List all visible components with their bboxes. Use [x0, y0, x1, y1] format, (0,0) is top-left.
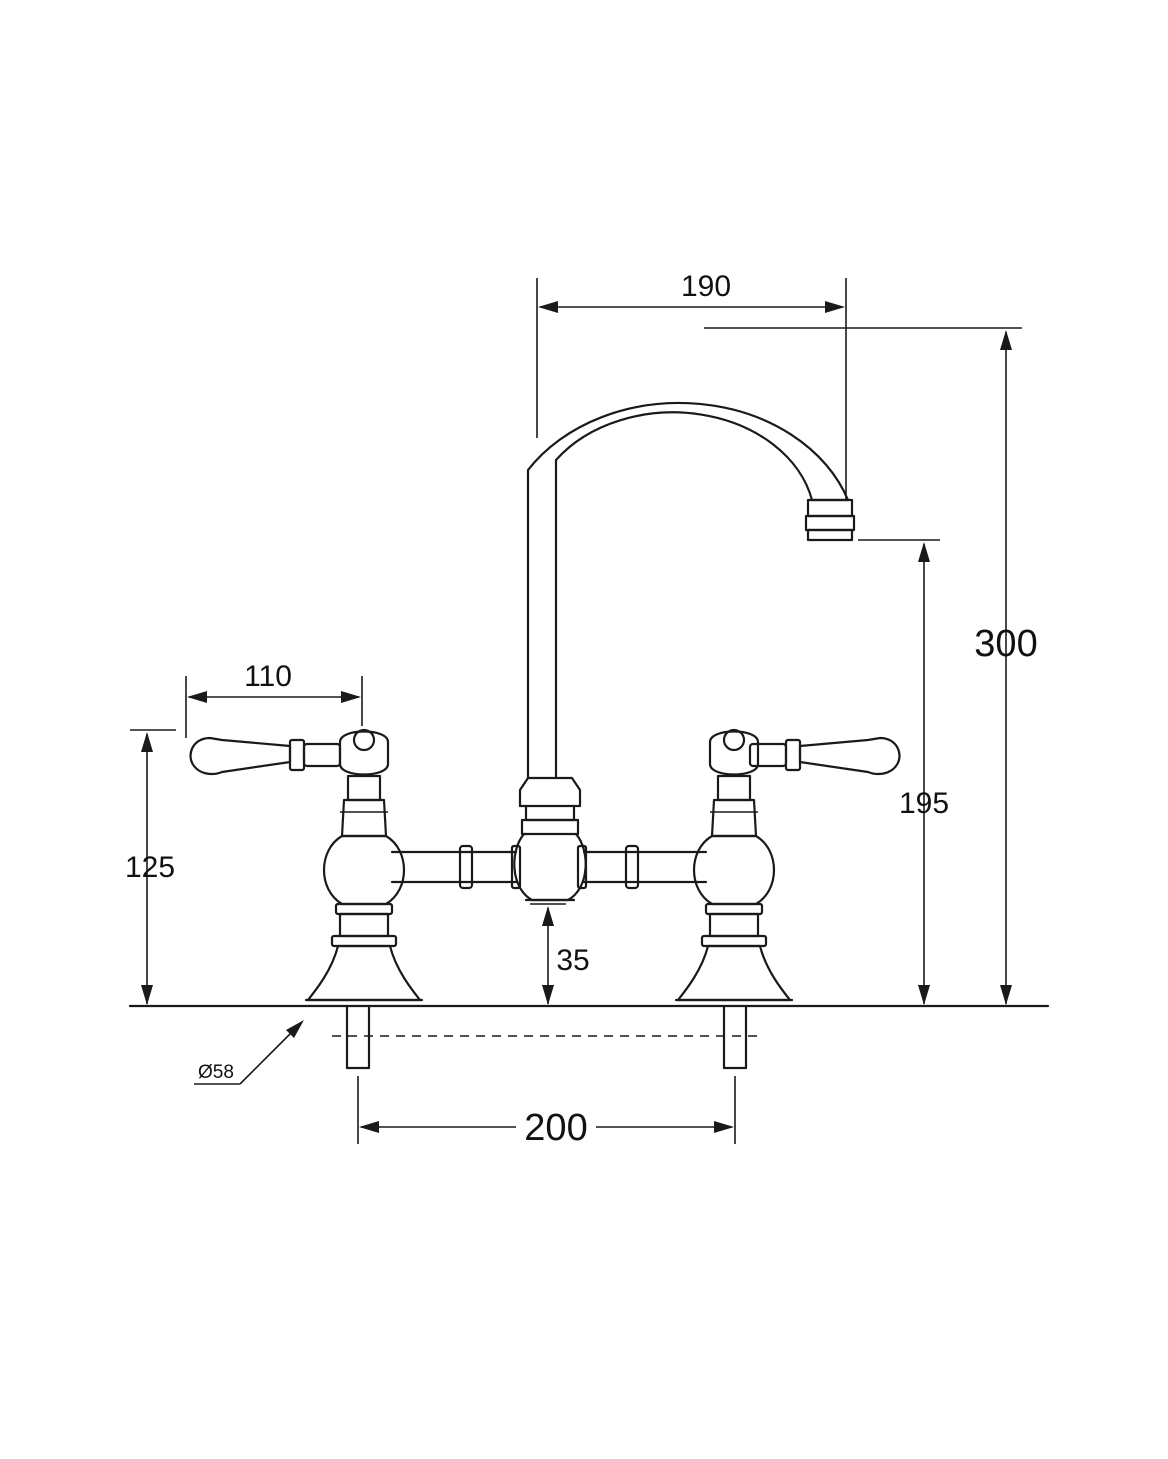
dimension-outlet-height: [858, 539, 940, 1005]
label-lever-length: 110: [244, 660, 292, 693]
right-tap-body: [674, 728, 901, 1002]
left-tap-body: [189, 728, 424, 1002]
label-spout-reach: 190: [681, 270, 731, 303]
bridge-bar: [390, 844, 708, 890]
spout-hub: [513, 776, 587, 902]
dimension-base-diameter-leader: [194, 1020, 304, 1085]
dimension-spout-reach: [536, 278, 847, 500]
label-outlet-height: 195: [899, 787, 949, 820]
dimension-labels: 190 300 195 110 125 35 200 Ø58: [125, 270, 1038, 1149]
dimension-handle-height: [130, 729, 176, 1005]
label-base-diameter: Ø58: [198, 1062, 234, 1083]
dimension-total-height: [704, 327, 1022, 1005]
dimension-lines: [130, 278, 1022, 1144]
label-bridge-height: 35: [556, 944, 589, 977]
dimension-bridge-height: [530, 903, 566, 1005]
label-total-height: 300: [974, 623, 1037, 665]
label-tap-centres: 200: [524, 1107, 587, 1149]
dimension-tap-centres: [357, 1076, 736, 1144]
dimension-lever-length: [185, 676, 363, 738]
faucet-outline: [128, 401, 1050, 1070]
tail-shanks: [332, 1004, 760, 1070]
label-handle-height: 125: [125, 851, 175, 884]
gooseneck-spout: [526, 401, 856, 780]
